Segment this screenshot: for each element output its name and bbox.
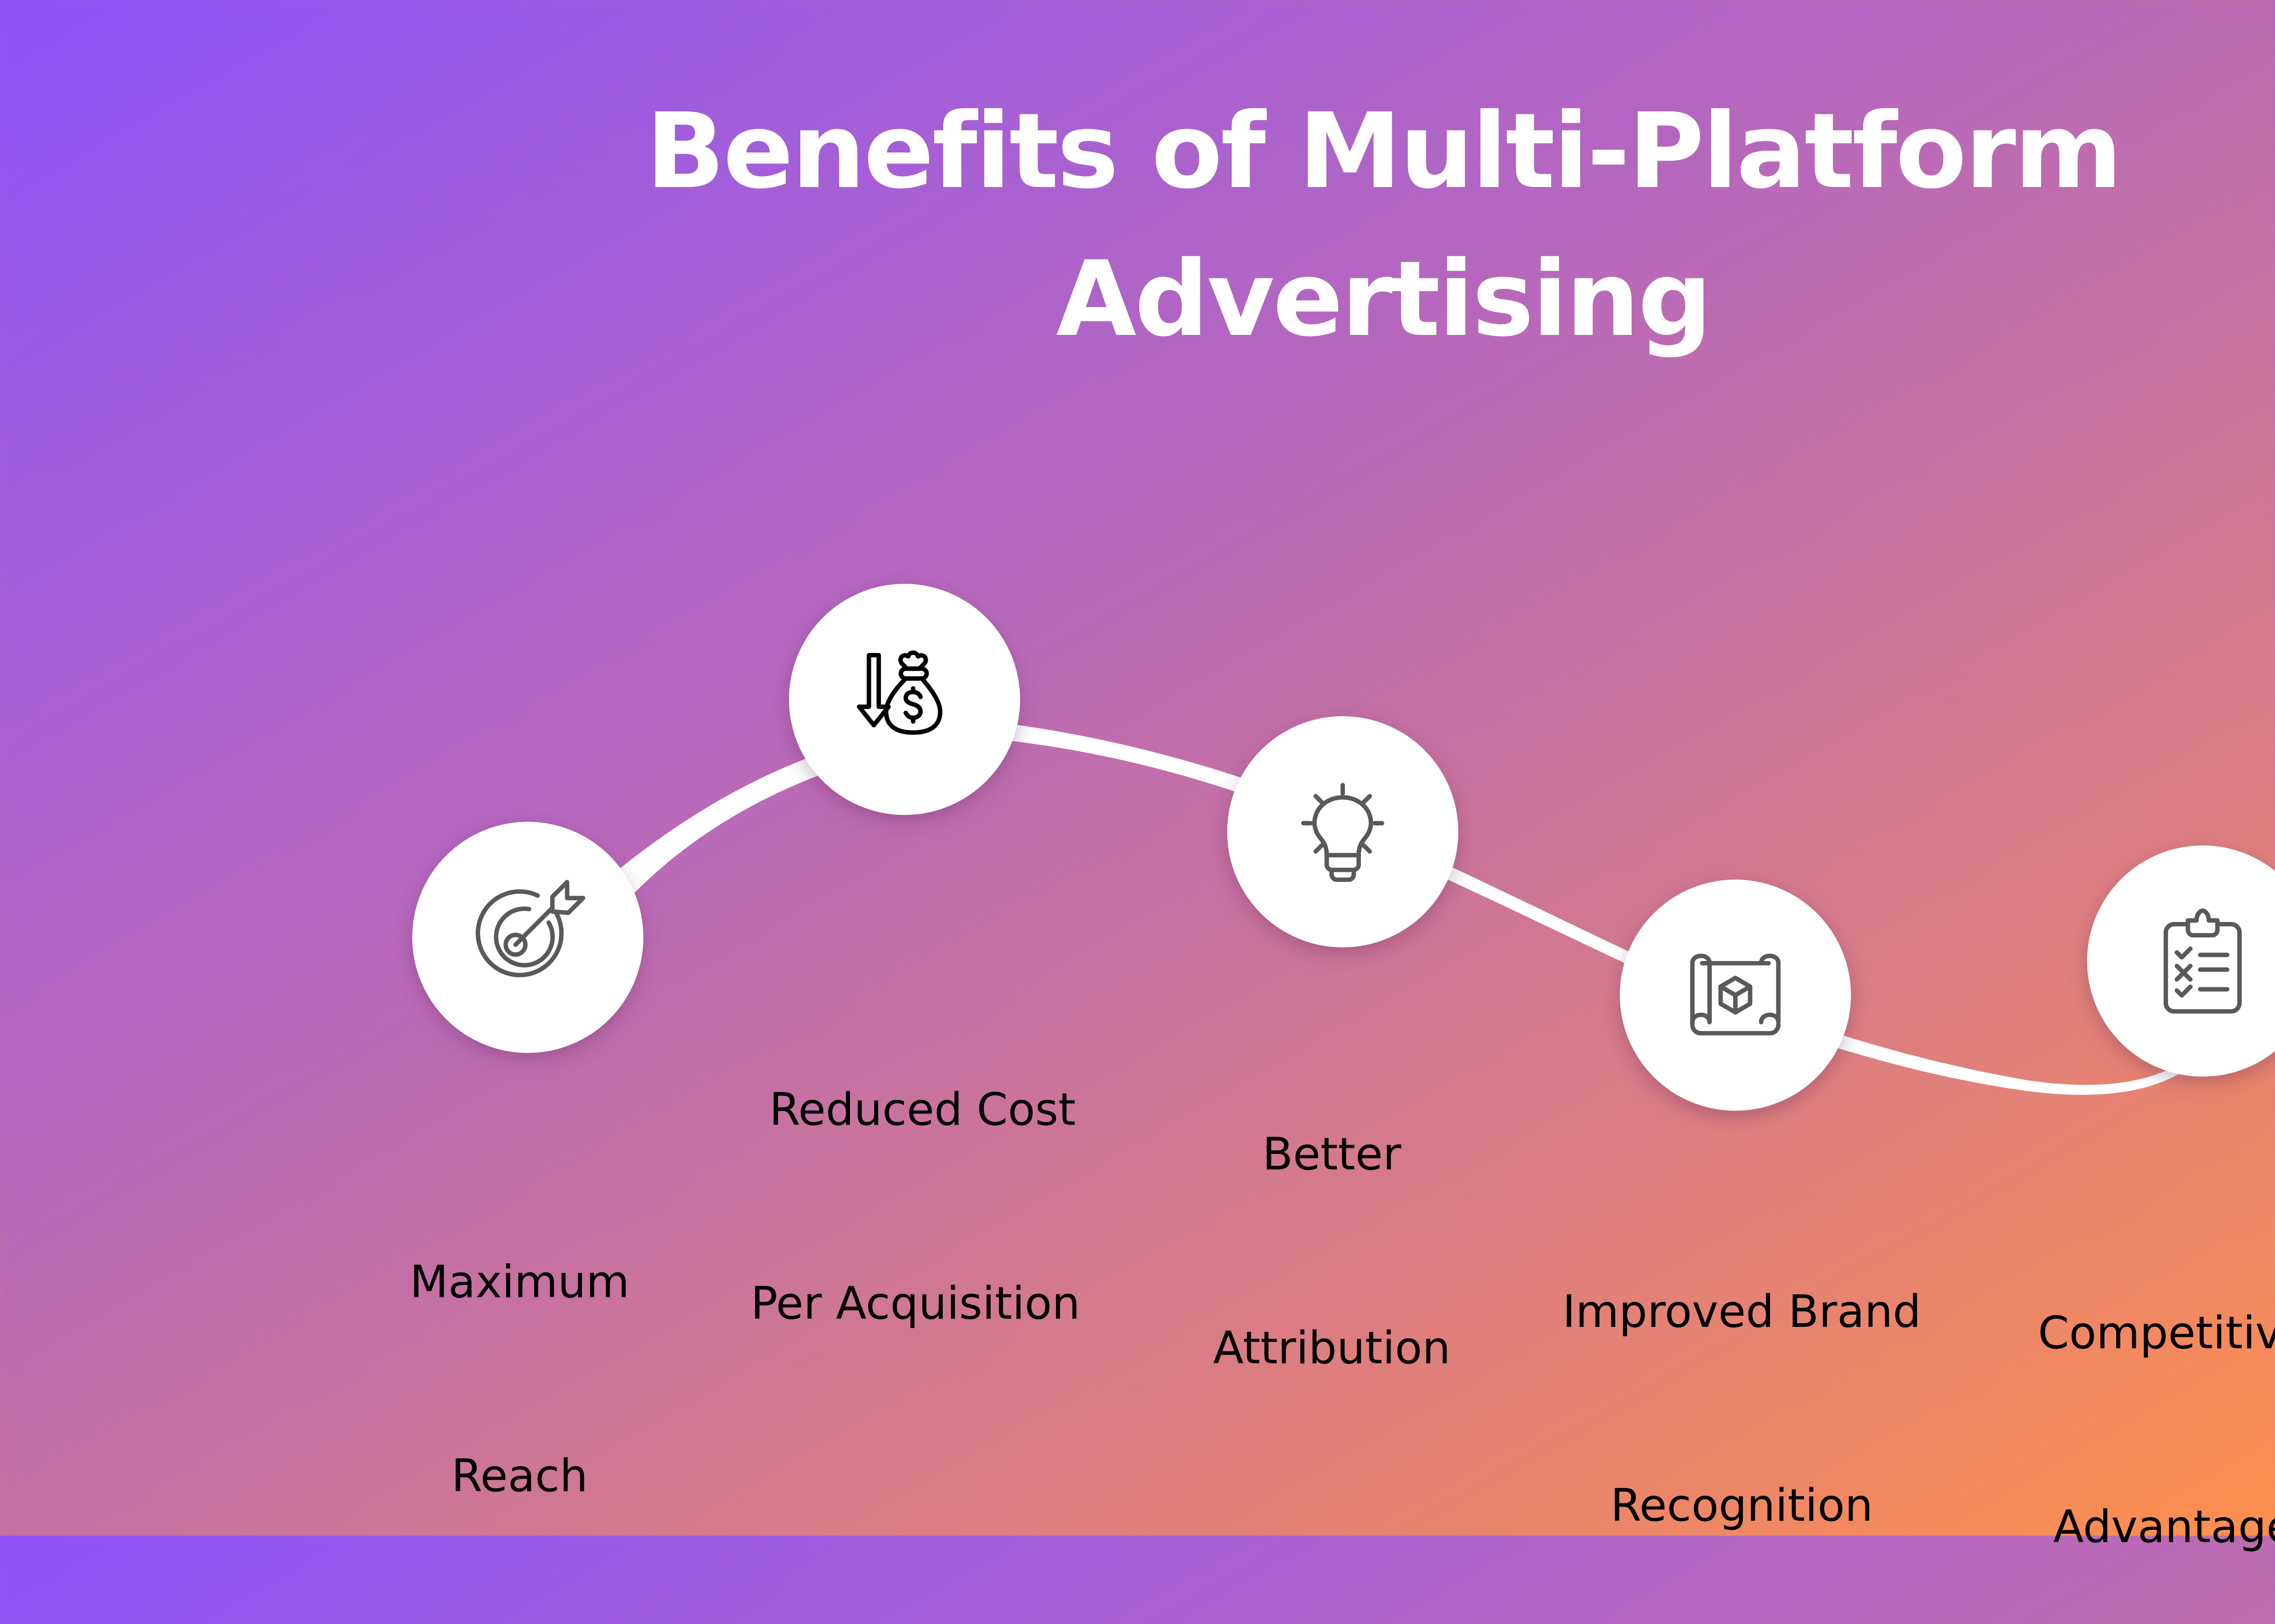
label-line-1: Maximum <box>410 1256 630 1308</box>
lightbulb-icon <box>1301 783 1385 882</box>
step-node-competitive-advantage <box>2087 845 2275 1077</box>
step-node-improved-brand <box>1620 880 1851 1111</box>
step-label-better-attribution: Better Attribution <box>1104 993 1559 1445</box>
clipboard-checklist-icon <box>2164 908 2242 1014</box>
label-line-1: Better <box>1262 1128 1401 1180</box>
label-line-2: Attribution <box>1213 1322 1451 1374</box>
blueprint-cube-icon <box>1690 953 1781 1036</box>
step-label-improved-brand: Improved Brand Recognition <box>1514 1150 1969 1603</box>
step-node-better-attribution <box>1227 716 1458 947</box>
label-line-2: Recognition <box>1610 1480 1873 1532</box>
money-bag-down-arrow-icon <box>857 650 943 735</box>
step-label-competitive-advantage: Competitive Advantage <box>1946 1172 2275 1624</box>
step-label-reduced-cost: Reduced Cost Per Acquisition <box>688 948 1143 1401</box>
step-label-maximum-reach: Maximum Reach <box>292 1121 747 1573</box>
step-node-reduced-cost <box>789 584 1020 815</box>
target-arrow-icon <box>475 880 586 977</box>
label-line-2: Reach <box>451 1450 588 1502</box>
label-line-2: Per Acquisition <box>750 1278 1081 1330</box>
title-line-2: Advertising <box>1056 238 1712 359</box>
label-line-1: Reduced Cost <box>755 1084 1076 1136</box>
title-line-1: Benefits of Multi-Platform <box>646 91 2122 212</box>
label-line-1: Competitive <box>2038 1307 2275 1359</box>
page-title: Benefits of Multi-Platform Advertising <box>0 77 2275 373</box>
step-node-maximum-reach <box>412 822 643 1053</box>
label-line-2: Advantage <box>2053 1501 2275 1553</box>
label-line-1: Improved Brand <box>1562 1286 1921 1338</box>
